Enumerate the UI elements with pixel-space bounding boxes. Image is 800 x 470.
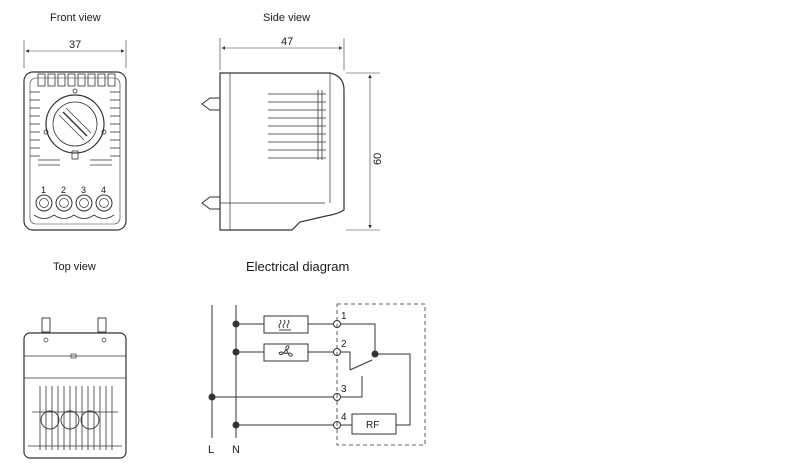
side-view-title: Side view — [263, 12, 311, 24]
front-terminal-4: 4 — [101, 185, 106, 195]
terminal-4-label: 4 — [341, 412, 347, 423]
front-terminal-2: 2 — [61, 185, 66, 195]
top-view — [23, 317, 127, 459]
front-view-title: Front view — [50, 12, 101, 24]
side-depth-dim: 47 — [281, 36, 293, 48]
terminal-2-label: 2 — [341, 339, 347, 350]
terminal-1-label: 1 — [341, 311, 347, 322]
front-terminal-3: 3 — [81, 185, 86, 195]
front-width-dim: 37 — [69, 39, 81, 51]
top-view-title: Top view — [53, 261, 96, 273]
front-terminals — [33, 194, 115, 219]
rf-label: RF — [366, 420, 379, 431]
rf-box — [351, 413, 397, 435]
fan-icon — [278, 345, 293, 357]
heater-box — [263, 315, 309, 334]
electrical-diagram-title: Electrical diagram — [246, 259, 350, 274]
side-height-dim: 60 — [372, 153, 384, 165]
thermostat-enclosure — [336, 303, 426, 446]
front-terminal-1: 1 — [41, 185, 46, 195]
front-view: 37 — [23, 39, 127, 231]
dial-knob — [45, 94, 105, 154]
line-N-label: N — [232, 444, 240, 456]
heater-icon — [278, 319, 291, 331]
line-L-label: L — [208, 444, 214, 456]
side-view: 47 60 — [201, 36, 384, 231]
terminal-3-label: 3 — [341, 384, 347, 395]
electrical-diagram: 1 2 3 4 RF L N — [208, 303, 426, 456]
